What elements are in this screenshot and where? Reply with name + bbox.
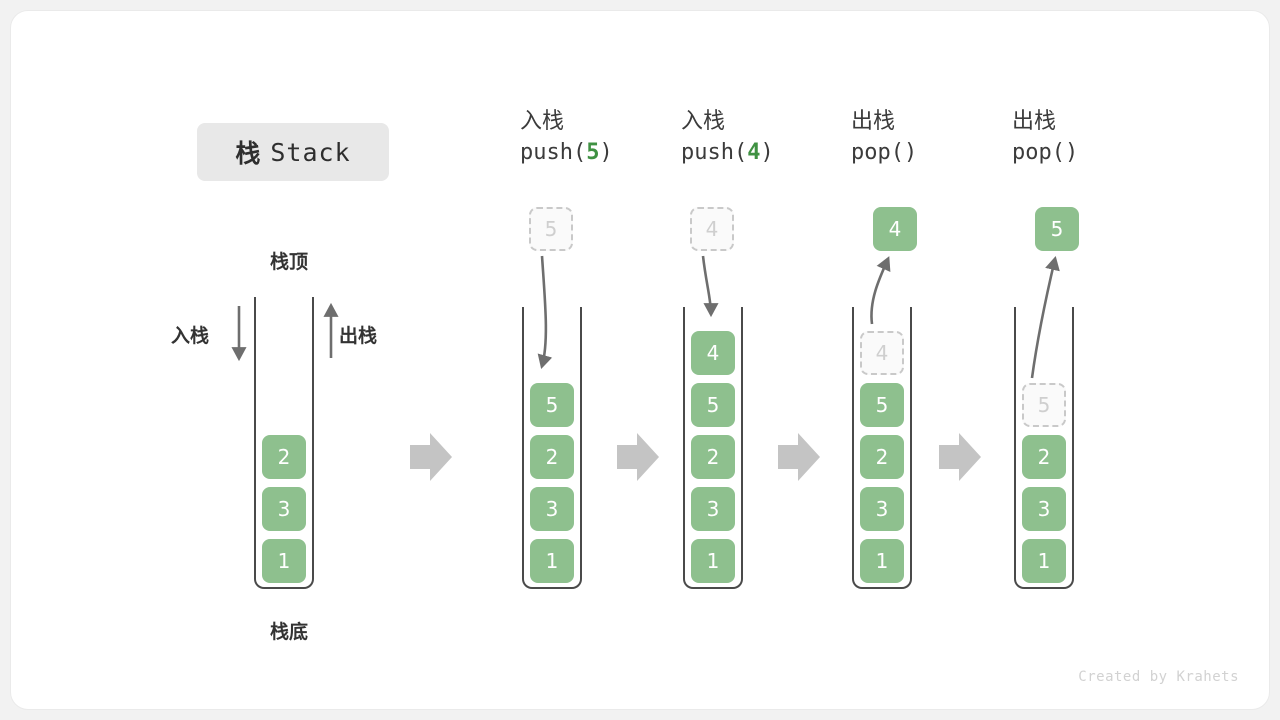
stack-item: 1 — [860, 539, 904, 583]
stack-tube-push4 — [683, 307, 743, 589]
op-label-cjk: 入栈 — [520, 109, 565, 134]
diagram-title-chip: 栈 Stack — [197, 123, 389, 181]
stack-tube-initial — [254, 297, 314, 589]
stack-item: 5 — [530, 383, 574, 427]
stack-item: 3 — [691, 487, 735, 531]
op-code-suffix: ) — [599, 140, 613, 165]
op-code-prefix: push( — [520, 140, 587, 165]
stack-item: 4 — [691, 331, 735, 375]
push4-flow-arrow-icon — [701, 255, 719, 318]
stack-item: 5 — [860, 383, 904, 427]
op-label-code: push(4) — [681, 137, 774, 169]
op-label-push4: 入栈 push(4) — [681, 107, 774, 169]
stack-item-ghost: 4 — [860, 331, 904, 375]
op-code-prefix: pop( — [1012, 140, 1065, 165]
op-code-arg: 5 — [586, 140, 600, 165]
flow-arrows-overlay — [231, 255, 1060, 481]
stack-item: 5 — [691, 383, 735, 427]
step-arrow-icon — [939, 433, 981, 481]
op-label-push5: 入栈 push(5) — [520, 107, 613, 169]
stack-item: 1 — [691, 539, 735, 583]
op-label-code: pop() — [851, 137, 917, 169]
op-label-code: push(5) — [520, 137, 613, 169]
floating-value-box: 5 — [529, 207, 573, 251]
stack-item: 3 — [860, 487, 904, 531]
diagram-card: 栈 Stack 栈顶 入栈 出栈 2 3 1 栈底 入栈 push(5) — [10, 10, 1270, 710]
op-label-code: pop() — [1012, 137, 1078, 169]
op-code-prefix: pop( — [851, 140, 904, 165]
popped-value-box: 5 — [1035, 207, 1079, 251]
stack-tube-pop4 — [852, 307, 912, 589]
stack-tube-pop5 — [1014, 307, 1074, 589]
op-label-cjk: 入栈 — [681, 109, 726, 134]
step-arrow-icon — [778, 433, 820, 481]
op-code-prefix: push( — [681, 140, 748, 165]
stack-item: 2 — [691, 435, 735, 479]
op-label-cjk: 出栈 — [1012, 109, 1057, 134]
stack-item: 2 — [530, 435, 574, 479]
stack-item: 2 — [1022, 435, 1066, 479]
op-code-suffix: ) — [1064, 140, 1079, 165]
op-code-suffix: ) — [760, 140, 774, 165]
stack-item-ghost: 5 — [1022, 383, 1066, 427]
floating-value-box: 4 — [690, 207, 734, 251]
stack-item: 1 — [262, 539, 306, 583]
title-cjk: 栈 — [235, 139, 261, 168]
op-code-arg: 4 — [747, 140, 761, 165]
stack-item: 3 — [530, 487, 574, 531]
stack-item: 2 — [860, 435, 904, 479]
popped-value-box: 4 — [873, 207, 917, 251]
op-label-cjk: 出栈 — [851, 109, 896, 134]
stack-item: 1 — [1022, 539, 1066, 583]
stack-item: 2 — [262, 435, 306, 479]
stack-bottom-label: 栈底 — [269, 621, 308, 643]
stack-item: 3 — [1022, 487, 1066, 531]
step-arrow-icon — [617, 433, 659, 481]
stack-tube-push5 — [522, 307, 582, 589]
stack-top-label: 栈顶 — [269, 251, 308, 273]
push-legend-label: 入栈 — [171, 325, 210, 347]
step-arrow-icon — [410, 433, 452, 481]
watermark-credit: Created by Krahets — [1078, 669, 1239, 685]
op-label-pop5: 出栈 pop() — [1012, 107, 1078, 169]
op-code-suffix: ) — [903, 140, 918, 165]
op-label-pop4: 出栈 pop() — [851, 107, 917, 169]
stack-item: 3 — [262, 487, 306, 531]
pop-legend-label: 出栈 — [339, 325, 378, 347]
stack-item: 1 — [530, 539, 574, 583]
title-latin: Stack — [270, 137, 351, 167]
